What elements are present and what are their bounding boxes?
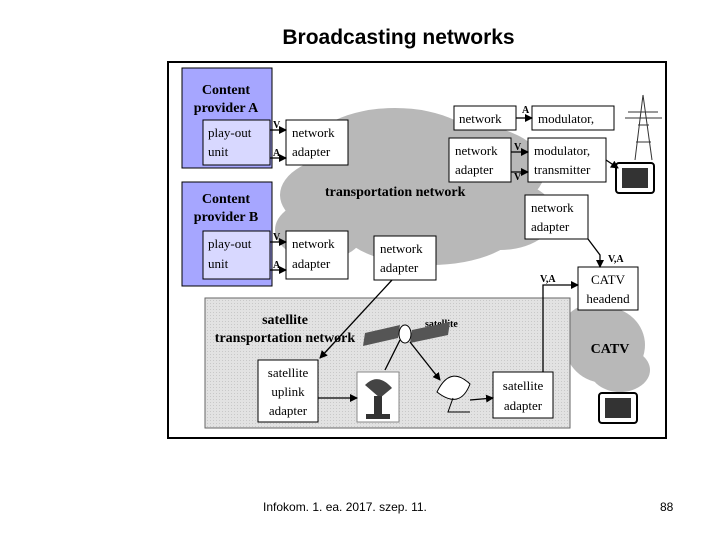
uplink-box <box>257 359 319 423</box>
uplink-line1: satellite <box>268 365 309 380</box>
modulator2-box <box>527 137 607 183</box>
provider-b-line2: provider B <box>194 210 258 225</box>
net-adapter-top-box <box>453 105 517 131</box>
provider-a-line1: Content <box>202 83 251 98</box>
net-adapter-top-line1: network <box>459 111 502 126</box>
signal-a-top: A <box>522 105 530 116</box>
signal-v-mod2: V <box>514 172 522 183</box>
satellite-icon <box>363 322 450 346</box>
signal-v-a-pa: V <box>273 120 281 131</box>
connection-arrows <box>270 114 619 403</box>
signal-v-mod: V <box>514 142 522 153</box>
signal-va-sat: V,A <box>540 274 556 285</box>
net-adapter-b-line1: network <box>292 236 335 251</box>
sat-adapter-line1: satellite <box>503 378 544 393</box>
playout-a-line2: unit <box>208 144 229 159</box>
net-adapter-top2-line2: adapter <box>455 162 494 177</box>
net-adapter-sat-line1: network <box>380 241 423 256</box>
playout-b-line1: play-out <box>208 236 252 251</box>
net-adapter-a-line1: network <box>292 125 335 140</box>
playout-b-box <box>202 230 271 280</box>
provider-a-line2: provider A <box>194 101 259 116</box>
net-adapter-a-box <box>285 119 349 166</box>
net-adapter-b-line2: adapter <box>292 256 331 271</box>
footer-text: Infokom. 1. ea. 2017. szep. 11. <box>263 500 427 514</box>
playout-b-line2: unit <box>208 256 229 271</box>
signal-va-headend: V,A <box>608 254 624 265</box>
sat-adapter-box <box>492 371 554 419</box>
tv-top-icon <box>615 162 655 194</box>
downlink-dish-icon <box>436 375 471 413</box>
net-adapter-right-line2: adapter <box>531 219 570 234</box>
catv-headend-line2: headend <box>586 291 630 306</box>
uplink-line2: uplink <box>271 384 305 399</box>
sat-adapter-line2: adapter <box>504 398 543 413</box>
modulator1-box <box>531 105 615 131</box>
catv-headend-line1: CATV <box>591 272 626 287</box>
signal-a-b-pb: A <box>273 260 281 271</box>
net-adapter-top2-line1: network <box>455 143 498 158</box>
provider-b-line1: Content <box>202 192 251 207</box>
net-adapter-b-box <box>285 230 349 280</box>
modulator2-line2: transmitter <box>534 162 591 177</box>
modulator2-line1: modulator, <box>534 143 590 158</box>
antenna-tower-icon <box>625 94 662 161</box>
playout-a-line1: play-out <box>208 125 252 140</box>
net-adapter-top2-box <box>448 137 512 183</box>
net-adapter-a-line2: adapter <box>292 144 331 159</box>
satellite-net-line2: transportation network <box>215 331 356 346</box>
net-adapter-right-line1: network <box>531 200 574 215</box>
satellite-net-line1: satellite <box>262 313 308 328</box>
net-adapter-sat-line2: adapter <box>380 260 419 275</box>
uplink-line3: adapter <box>269 403 308 418</box>
signal-a-a-pa: A <box>273 148 281 159</box>
playout-a-box <box>202 119 271 166</box>
net-adapter-right-box <box>524 194 589 240</box>
catv-headend-box <box>577 266 639 311</box>
catv-label: CATV <box>591 342 630 357</box>
slide-title: Broadcasting networks <box>282 26 515 49</box>
uplink-dish-icon <box>356 371 400 423</box>
transport-network-label: transportation network <box>325 185 466 200</box>
net-adapter-sat-box <box>373 235 437 281</box>
catv-cloud <box>565 305 650 392</box>
modulator1-line1: modulator, <box>538 111 594 126</box>
signal-v-b-pb: V <box>273 232 281 243</box>
tv-bottom-icon <box>598 392 638 424</box>
page-number: 88 <box>660 500 674 514</box>
